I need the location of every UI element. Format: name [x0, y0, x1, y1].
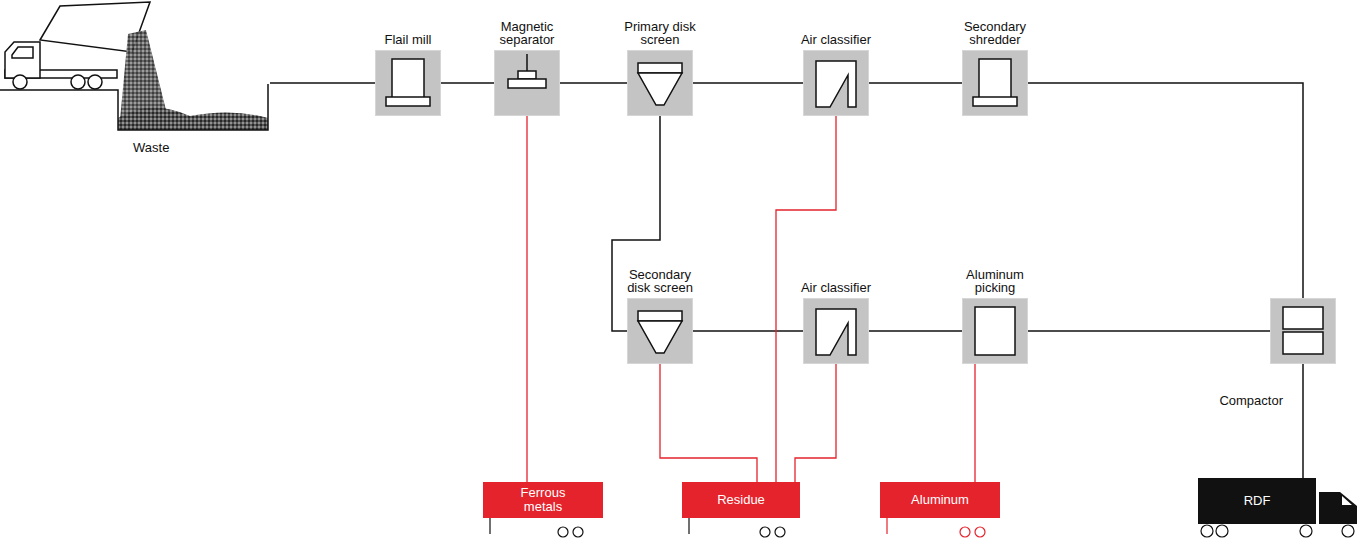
bin-label: Aluminum [911, 493, 969, 507]
icon-part [979, 59, 1011, 99]
flow-line [270, 82, 375, 84]
truck-window [1342, 496, 1352, 505]
truck-wheel [1216, 525, 1228, 537]
reject-line [526, 116, 527, 482]
output-bin: Residue [682, 482, 800, 518]
machine-icon [628, 51, 692, 115]
machine-label: Aluminum picking [959, 268, 1031, 294]
machine-icon [628, 299, 692, 363]
bin-wheel [960, 527, 970, 537]
icon-part [816, 309, 856, 355]
waste-label: Waste [133, 141, 169, 154]
waste-pit [0, 84, 268, 130]
bin-wheels [887, 518, 985, 537]
reject-line [795, 364, 836, 482]
icon-part [638, 73, 682, 105]
machine-icon [804, 51, 868, 115]
reject-line [974, 364, 975, 482]
falling-waste [120, 30, 168, 120]
waste-pile [118, 107, 268, 130]
bin-leg [489, 518, 490, 534]
machine-label: Secondary disk screen [624, 268, 696, 294]
icon-part [526, 54, 528, 71]
bin-label: Ferrous metals [513, 486, 573, 514]
bin-wheel [558, 527, 568, 537]
truck-wheel [88, 75, 102, 89]
flow-line [1028, 83, 1303, 298]
machine-label: Primary disk screen [624, 20, 696, 46]
machine-icon [376, 51, 440, 115]
process-box: Magnetic separator [494, 50, 560, 116]
machine-label: Compactor [1203, 393, 1283, 408]
flow-line [560, 82, 627, 84]
machine-icon [804, 299, 868, 363]
machine-icon [963, 51, 1027, 115]
bin-label: RDF [1244, 494, 1271, 508]
icon-part [518, 71, 536, 79]
process-box: Aluminum picking [962, 298, 1028, 364]
flow-line [869, 330, 962, 332]
truck-wheel [13, 75, 27, 89]
bin-label: Residue [717, 493, 765, 507]
process-box: Primary disk screen [627, 50, 693, 116]
flow-line [869, 82, 962, 84]
machine-label: Secondary shredder [959, 20, 1031, 46]
icon-part [392, 59, 424, 99]
icon-part [638, 321, 682, 353]
machine-icon [963, 299, 1027, 363]
process-box: Air classifier [803, 50, 869, 116]
icon-part [975, 307, 1015, 355]
machine-icon [495, 51, 559, 115]
truck-window [12, 47, 33, 58]
bin-wheel [760, 527, 770, 537]
icon-part [638, 311, 682, 321]
rdf-trailer: RDF [1198, 478, 1316, 524]
icon-part [1283, 307, 1323, 329]
machine-icon [1271, 299, 1335, 363]
truck-wheel [1201, 525, 1213, 537]
machine-label: Magnetic separator [491, 20, 563, 46]
icon-part [638, 63, 682, 73]
flow-line [1028, 330, 1270, 332]
bin-wheel [975, 527, 985, 537]
icon-part [973, 97, 1017, 106]
truck-wheel [1342, 525, 1354, 537]
flow-line [693, 82, 803, 84]
truck-cab [5, 42, 40, 78]
flow-line [693, 330, 803, 332]
truck-wheel [1300, 525, 1312, 537]
reject-line [660, 364, 757, 482]
icon-part [508, 79, 546, 88]
truck-cab [1319, 492, 1357, 524]
machine-label: Air classifier [800, 281, 872, 294]
bin-wheel [573, 527, 583, 537]
process-box: Air classifier [803, 298, 869, 364]
output-bin: Ferrous metals [483, 482, 603, 518]
output-bin: Aluminum [880, 482, 1000, 518]
process-box: Secondary disk screen [627, 298, 693, 364]
bin-wheels [490, 518, 785, 537]
truck-wheel [71, 75, 85, 89]
flow-line [1302, 364, 1304, 478]
bin-wheel [775, 527, 785, 537]
icon-part [386, 97, 430, 106]
process-box: Compactor [1270, 298, 1336, 364]
waste-pit: Waste [0, 0, 270, 170]
bin-leg [886, 518, 887, 534]
icon-part [816, 61, 856, 107]
process-box: Flail mill [375, 50, 441, 116]
process-box: Secondary shredder [962, 50, 1028, 116]
machine-label: Air classifier [800, 33, 872, 46]
flow-line [441, 82, 494, 84]
icon-part [1283, 332, 1323, 354]
machine-label: Flail mill [372, 33, 444, 46]
bin-leg [688, 518, 689, 534]
